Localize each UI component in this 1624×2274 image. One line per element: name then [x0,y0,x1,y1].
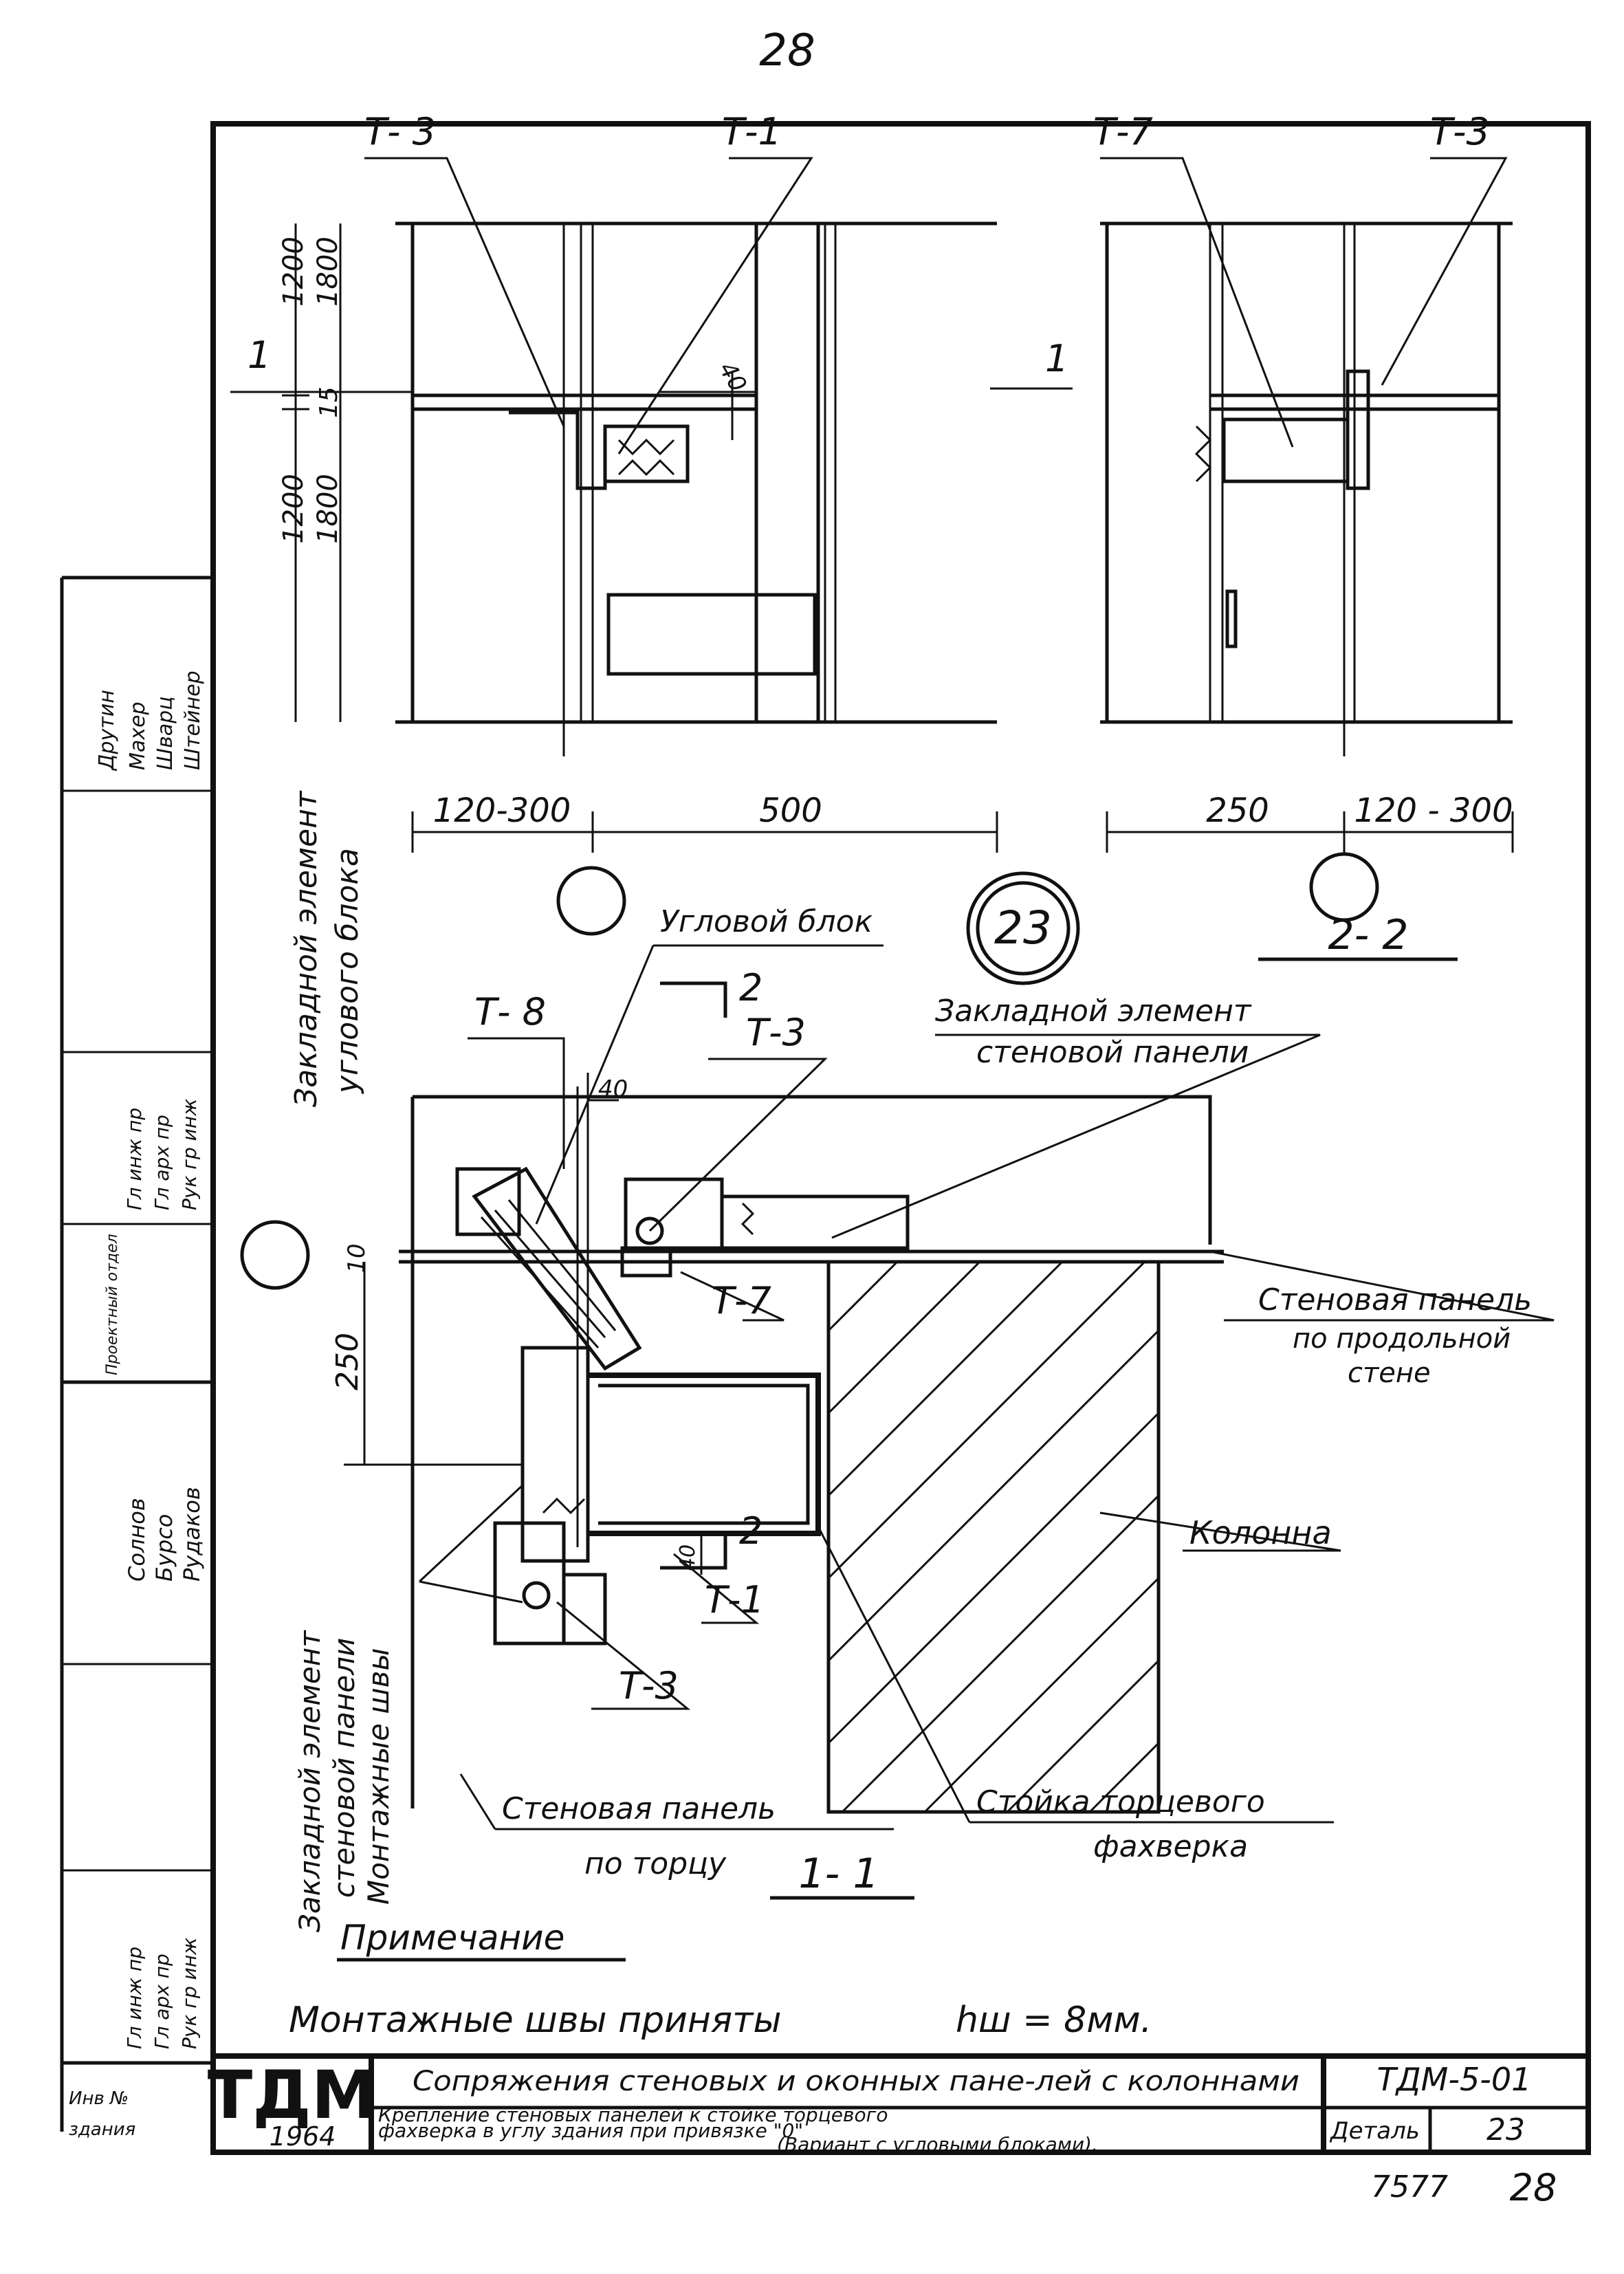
leader-lines [364,157,1555,1830]
dim-40-plan-top: 40 [598,1075,628,1103]
marker-t3-plan-top: Т-3 [746,1011,806,1054]
callout-embedded-corner-block-1: Закладной элемент [289,790,324,1107]
stamp-r1-1: Махер [126,701,150,770]
marker-t3-plan-bottom: Т-3 [619,1664,679,1707]
detail-number: 23 [994,901,1052,954]
callout-embedded-left-3: Монтажные швы [362,1648,395,1905]
dim-1200-bottom: 1200 [278,474,309,544]
stamp-r3-2: Рудаков [179,1487,205,1582]
callout-wall-panel-long-1: Стеновая панель [1258,1282,1532,1318]
section-title-1-1: 1- 1 [798,1850,879,1898]
section-title-2-2: 2- 2 [1328,911,1408,959]
stamp-r4-1: Гл арх пр [151,1954,173,2049]
stamp-r3-0: Солнов [124,1498,150,1582]
marker-t8: Т- 8 [474,990,546,1034]
note-formula: hш = 8мм. [956,2000,1152,2041]
section-mark-1-right: 1 [1045,337,1068,380]
callout-column: Колонна [1189,1514,1332,1551]
archive-number: 7577 [1371,2169,1448,2205]
title-block-detail-value: 23 [1486,2112,1525,2147]
stamp-r4-0: Гл инж пр [123,1947,146,2049]
stamp-r1-3: Штейнер [181,670,205,770]
section-mark-1-left: 1 [248,334,271,377]
dim-1800-bottom: 1800 [312,474,344,544]
marker-t7-top: Т-7 [1093,110,1153,153]
side-stamp [60,576,213,2132]
callout-embedded-left-2: стеновой панели [327,1638,361,1898]
callout-wall-panel-long-2: по продольной [1293,1323,1511,1355]
stamp-r3-1: Бурсо [151,1514,177,1582]
dim-40-plan-bottom: 40 [676,1544,700,1571]
marker-t1-plan: Т-1 [705,1578,765,1621]
section-mark-2-top: 2 [739,966,762,1009]
detail-number-circle-inner [976,881,1071,976]
axis-circle-plan [240,1220,310,1290]
marker-t3-top-right: Т-3 [1430,110,1490,153]
stamp-r1-0: Друтин [95,690,119,772]
callout-embedded-left-1: Закладной элемент [293,1630,327,1932]
callout-wall-panel-end-2: по торцу [584,1846,727,1881]
title-block-main: Сопряжения стеновых и оконных пане-лей с… [413,2066,1299,2097]
drawing-frame [210,121,1591,2155]
callout-wall-panel-end-1: Стеновая панель [502,1791,776,1826]
column-hatched [826,1260,1161,1814]
page-number: 28 [759,25,815,76]
elevation-left [395,221,997,756]
dim-1800-top: 1800 [312,237,344,307]
title-block-sub-1: Крепление стеновых панелей к стойке торц… [378,2103,888,2126]
dim-250-top: 250 [1206,791,1269,830]
section-mark-2-bottom: 2 [739,1509,762,1553]
title-block-sub-3: (Вариант с угловыми блоками). [777,2133,1098,2156]
axis-circle-right [1309,852,1379,922]
stamp-extra-0: Проектный отдел [104,1234,121,1375]
dim-120-300-right: 120 - 300 [1354,791,1513,830]
dim-250-plan: 250 [330,1333,365,1390]
note-title: Примечание [340,1918,564,1958]
dim-15: 15 [315,386,343,418]
plan-section [344,981,1224,1814]
callout-embedded-corner-block-2: углового блока [330,848,365,1095]
dim-120-300-left: 120-300 [433,791,571,830]
elevation-right [1100,221,1513,756]
callout-embedded-wall-panel-1: Закладной элемент [935,994,1252,1029]
sheet-number-bottom: 28 [1510,2166,1557,2209]
dim-1200-top: 1200 [278,237,309,307]
stamp-r2-0: Гл инж пр [123,1108,146,1210]
detail-number-circle-outer [966,871,1080,985]
callout-rack-2: фахверка [1093,1829,1248,1864]
stamp-extra-2: здания [69,2119,135,2140]
title-block-year: 1964 [270,2121,336,2152]
dim-10: 10 [343,1243,371,1273]
note-text: Монтажные швы приняты [289,2000,782,2041]
top-dimension-lines [230,223,1514,853]
stamp-r2-2: Рук гр инж [178,1099,201,1210]
axis-circle-left [556,866,626,936]
marker-t1-top: Т-1 [722,110,782,153]
dim-40-top: 40 [713,358,751,397]
dim-500: 500 [759,791,822,830]
title-block-logo: ТДМ [208,2057,377,2134]
callout-embedded-wall-panel-2: стеновой панели [976,1035,1249,1070]
title-block-sub-2: фахверка в углу здания при привязке "0" [378,2119,803,2142]
callout-wall-panel-long-3: стене [1348,1357,1431,1389]
marker-t3-top-left: Т- 3 [364,110,436,153]
callout-rack-1: Стойка торцевого [976,1784,1265,1819]
title-block-detail-label: Деталь [1329,2117,1420,2145]
callout-corner-block: Угловой блок [660,904,873,939]
stamp-r4-2: Рук гр инж [178,1938,201,2049]
stamp-r1-2: Шварц [153,696,177,770]
marker-t7-plan: Т-7 [712,1279,771,1322]
title-block [213,2053,1588,2152]
stamp-r2-1: Гл арх пр [151,1115,173,1210]
stamp-extra-1: Инв № [69,2088,129,2109]
title-block-code: ТДМ-5-01 [1377,2061,1532,2098]
